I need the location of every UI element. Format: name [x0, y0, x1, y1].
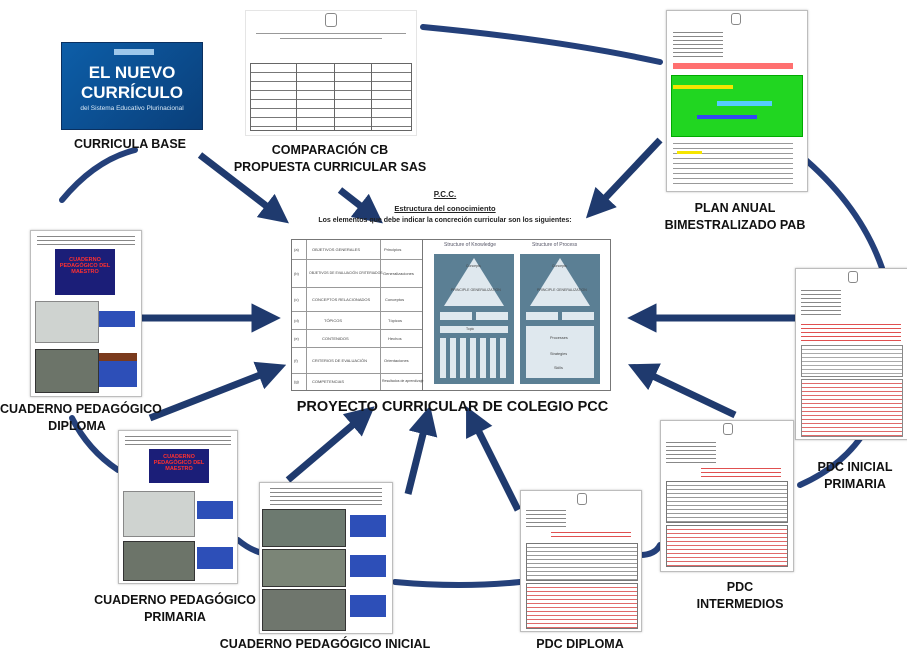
table-row: (d) TÓPICOS Tópicos [292, 311, 422, 330]
arrow-from-cuaderno-primaria [148, 361, 287, 422]
arrow-from-pdc-intermedios [628, 363, 737, 419]
arrow-from-curricula-base [197, 152, 289, 224]
ring-segment-left [69, 415, 121, 473]
table-row: (e) CONTENIDOS Hechos [292, 329, 422, 348]
plan-anual-label-line1: PLAN ANUAL [694, 201, 776, 215]
pcc-subheading: Estructura del conocimiento [394, 204, 496, 213]
cuaderno-diploma-label-line1: CUADERNO PEDAGÓGICO [0, 402, 162, 416]
logo-icon [848, 271, 858, 283]
ring-segment-top [420, 24, 663, 65]
process-structure-diagram: Structure of Process Concepts PRINCIPLE … [520, 242, 600, 386]
pcc-heading: P.C.C. [433, 190, 457, 199]
arrow-from-cuaderno-inicial-2 [404, 405, 438, 495]
comparacion-label-line1: COMPARACIÓN CB [271, 143, 389, 157]
cover-title-line2: CURRÍCULO [81, 83, 183, 102]
cuaderno-primaria-label-line1: CUADERNO PEDAGÓGICO [94, 593, 256, 607]
pcc-document-header: P.C.C. Estructura del conocimiento Los e… [285, 190, 605, 235]
cuaderno-inicial-label: CUADERNO PEDAGÓGICO INICIAL [219, 637, 431, 651]
table-row: (g) COMPETENCIAS Resultados de aprendiza… [294, 379, 424, 384]
ring-segment-top-left [59, 147, 138, 203]
table-row: (c) CONCEPTOS RELACIONADOS Conceptos [292, 287, 422, 312]
plan-anual-label-line2: BIMESTRALIZADO PAB [664, 218, 806, 232]
curricula-base-label: CURRICULA BASE [73, 137, 187, 151]
logo-icon [325, 13, 337, 27]
logo-icon [731, 13, 741, 25]
pdc-inicial-label-line2: PRIMARIA [824, 477, 886, 491]
cuaderno-diploma-label-line2: DIPLOMA [48, 419, 106, 433]
pdc-diploma-label: PDC DIPLOMA [536, 637, 624, 651]
comparacion-label-line2: PROPUESTA CURRICULAR SAS [233, 160, 427, 174]
arrow-from-plan-anual [585, 137, 663, 219]
pdc-diploma-document-thumb [520, 490, 642, 632]
arrow-from-comparacion [337, 187, 383, 224]
comparacion-document-thumb [245, 10, 417, 136]
arrows [140, 137, 795, 512]
table-row: (f) CRITERIOS DE EVALUACIÓN Orientacione… [292, 347, 422, 374]
cuaderno-diploma-document-thumb: CUADERNO PEDAGÓGICO DEL MAESTRO [30, 230, 142, 397]
center-title: PROYECTO CURRICULAR DE COLEGIO PCC [296, 399, 609, 415]
cuaderno-cover-image: CUADERNO PEDAGÓGICO DEL MAESTRO [55, 249, 115, 295]
pdc-intermedios-label-line2: INTERMEDIOS [696, 597, 784, 611]
cuaderno-primaria-document-thumb: CUADERNO PEDAGÓGICO DEL MAESTRO [118, 430, 238, 584]
table-row: (b) OBJETIVOS DE EVALUACIÓN CRITERIADOS … [292, 259, 422, 288]
knowledge-structure-diagram: Structure of Knowledge Concepts PRINCIPL… [434, 242, 514, 386]
curricula-base-cover: EL NUEVO CURRÍCULO del Sistema Educativo… [61, 42, 203, 130]
pdc-inicial-document-thumb [795, 268, 907, 440]
logo-icon [577, 493, 587, 505]
cuaderno-primaria-label-line2: PRIMARIA [144, 610, 206, 624]
pcc-structure-figure: (a) OBJETIVOS GENERALES Principios (b) O… [291, 239, 611, 391]
plan-anual-document-thumb [666, 10, 808, 192]
pdc-intermedios-label-line1: PDC [726, 580, 754, 594]
cuaderno-inicial-document-thumb [259, 482, 393, 634]
ring-segment-bottom [392, 579, 523, 588]
cover-title-line1: EL NUEVO [88, 63, 176, 82]
table-row: (a) OBJETIVOS GENERALES Principios [292, 240, 422, 260]
pdc-inicial-label-line1: PDC INICIAL [817, 460, 893, 474]
cover-subtitle: del Sistema Educativo Plurinacional [80, 105, 184, 112]
pcc-intro: Los elementos que debe indicar la concre… [318, 217, 572, 224]
pdc-intermedios-document-thumb [660, 420, 794, 572]
ring-segment-right-top [797, 152, 885, 271]
ring-segment-bottom-right [637, 542, 663, 558]
arrow-from-pdc-diploma [466, 406, 522, 512]
arrow-from-cuaderno-inicial [285, 406, 375, 483]
pcc-table: (a) OBJETIVOS GENERALES Principios (b) O… [292, 240, 423, 390]
logo-icon [723, 423, 733, 435]
cuaderno-cover-image: CUADERNO PEDAGÓGICO DEL MAESTRO [149, 449, 209, 483]
